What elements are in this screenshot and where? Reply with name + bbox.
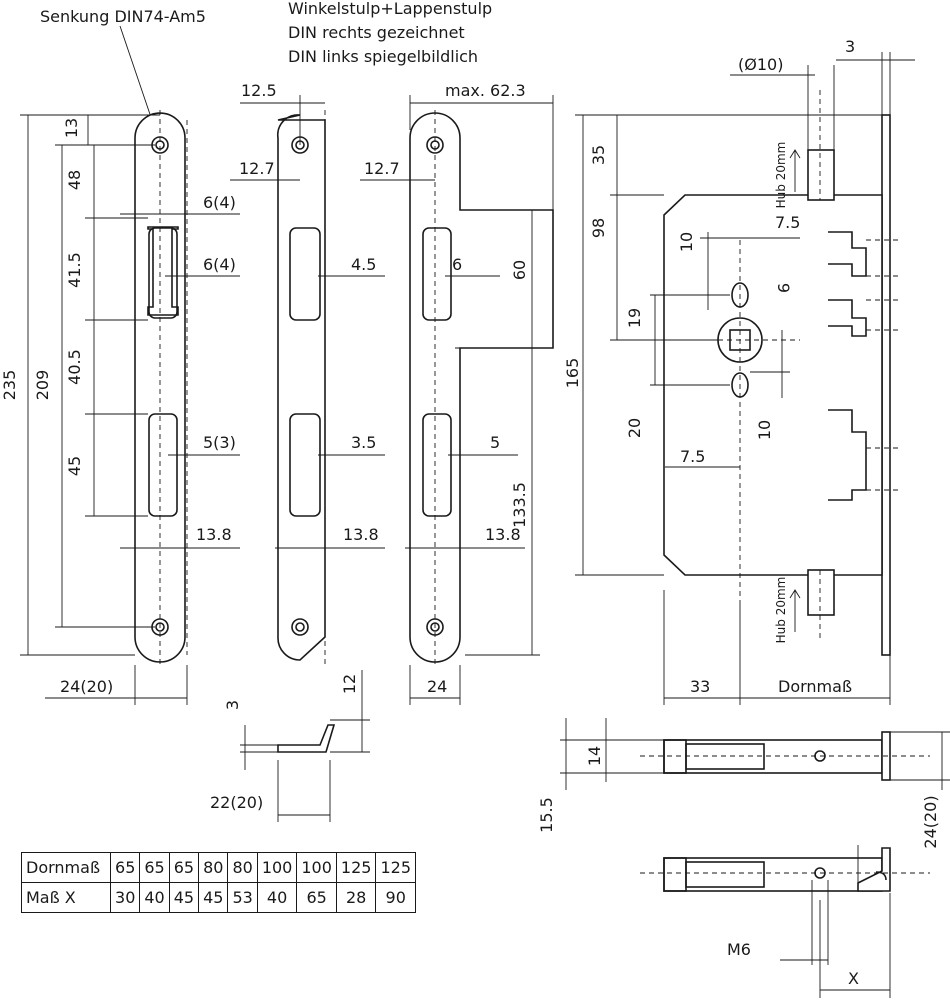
plate-view-3: max. 62.3 12.7 6 60 5 133.5 13.8 24 — [360, 81, 554, 705]
dim-209: 209 — [33, 370, 52, 401]
table-cell: 65 — [168, 852, 200, 883]
note-line3: DIN links spiegelbildlich — [288, 47, 478, 66]
dim-x: X — [848, 969, 859, 988]
dim-13: 13 — [62, 118, 81, 138]
dim-6-4a: 6(4) — [203, 193, 236, 212]
dim-24: 24 — [427, 677, 447, 696]
table-cell: 45 — [168, 882, 200, 913]
table-cell: 40 — [139, 882, 170, 913]
dim-5: 5 — [490, 433, 500, 452]
table-cell: 40 — [256, 882, 298, 913]
dim-15-5: 15.5 — [537, 797, 556, 833]
dim-max-62-3: max. 62.3 — [445, 81, 526, 100]
row-label: Dornmaß — [20, 852, 112, 883]
hub-label-top: Hub 20mm — [774, 142, 788, 209]
hub-label-bottom: Hub 20mm — [774, 577, 788, 644]
dim-41-5: 41.5 — [65, 252, 84, 288]
lock-body-view: 165 35 98 19 20 10 7.5 9 10 7.5 (Ø10) 3 … — [563, 37, 915, 705]
dim-13-8a: 13.8 — [196, 525, 232, 544]
dim-22-20: 22(20) — [210, 793, 263, 812]
table-row: Maß X 30 40 45 45 53 40 65 28 90 — [20, 882, 416, 913]
table-cell: 28 — [335, 882, 377, 913]
dim-12-7a: 12.7 — [239, 159, 275, 178]
lock-angle-view: M6 X — [640, 845, 930, 998]
dim-3: 3 — [223, 700, 242, 710]
dim-13-8c: 13.8 — [485, 525, 521, 544]
dim-5-3: 5(3) — [203, 433, 236, 452]
dim-7-5a: 7.5 — [775, 213, 800, 232]
dim-10a: 10 — [677, 232, 696, 252]
table-cell: 80 — [227, 852, 258, 883]
dim-48: 48 — [65, 170, 84, 190]
dim-14: 14 — [585, 746, 604, 766]
dim-24-20b: 24(20) — [921, 795, 940, 848]
table-cell: 30 — [110, 882, 141, 913]
dim-12-5: 12.5 — [241, 81, 277, 100]
dim-7-5b: 7.5 — [680, 447, 705, 466]
dim-10b: 10 — [755, 420, 774, 440]
dim-60: 60 — [510, 260, 529, 280]
dim-235: 235 — [0, 370, 19, 401]
dim-dia-10: (Ø10) — [738, 55, 783, 74]
dim-6: 6 — [452, 255, 462, 274]
table-cell: 90 — [375, 882, 416, 913]
dim-m6: M6 — [727, 940, 751, 959]
dim-45: 45 — [65, 456, 84, 476]
dim-133-5: 133.5 — [510, 482, 529, 528]
dim-13-8b: 13.8 — [343, 525, 379, 544]
table-cell: 65 — [110, 852, 141, 883]
angle-profile: 3 12 22(20) — [210, 670, 370, 822]
plate-view-1: 235 209 13 48 41.5 40.5 45 6(4) 6(4) 5(3… — [0, 110, 240, 705]
table-cell: 45 — [198, 882, 229, 913]
table-cell: 80 — [198, 852, 229, 883]
lock-top-view: 14 15.5 24(20) — [537, 718, 950, 849]
dim-6-4b: 6(4) — [203, 255, 236, 274]
table-cell: 65 — [296, 882, 337, 913]
dim-35: 35 — [589, 145, 608, 165]
notes: Senkung DIN74-Am5 Winkelstulp+Lappenstul… — [40, 0, 492, 133]
dim-20: 20 — [625, 418, 644, 438]
table-cell: 125 — [335, 852, 377, 883]
dim-3-5: 3.5 — [351, 433, 376, 452]
dim-9: 9 — [774, 283, 793, 293]
note-senkung: Senkung DIN74-Am5 — [40, 7, 206, 26]
dim-24-20: 24(20) — [60, 677, 113, 696]
table-row: Dornmaß 65 65 65 80 80 100 100 125 125 — [20, 852, 416, 883]
dim-40-5: 40.5 — [65, 349, 84, 385]
dim-165: 165 — [563, 358, 582, 389]
table-cell: 125 — [375, 852, 416, 883]
dim-3-top: 3 — [845, 37, 855, 56]
dim-12: 12 — [340, 674, 359, 694]
plate-view-2: 12.5 12.7 4.5 3.5 13.8 — [230, 81, 385, 665]
dim-12-7b: 12.7 — [364, 159, 400, 178]
note-line2: DIN rechts gezeichnet — [288, 23, 465, 42]
dim-19: 19 — [625, 308, 644, 328]
dim-dornmass: Dornmaß — [778, 677, 852, 696]
dim-98: 98 — [589, 218, 608, 238]
dim-33: 33 — [690, 677, 710, 696]
table-cell: 100 — [256, 852, 298, 883]
dim-4-5: 4.5 — [351, 255, 376, 274]
dornmass-table: Dornmaß 65 65 65 80 80 100 100 125 125 M… — [20, 852, 416, 913]
table-cell: 53 — [227, 882, 258, 913]
row-label: Maß X — [20, 882, 112, 913]
note-line1: Winkelstulp+Lappenstulp — [288, 0, 492, 18]
table-cell: 100 — [296, 852, 337, 883]
table-cell: 65 — [139, 852, 170, 883]
